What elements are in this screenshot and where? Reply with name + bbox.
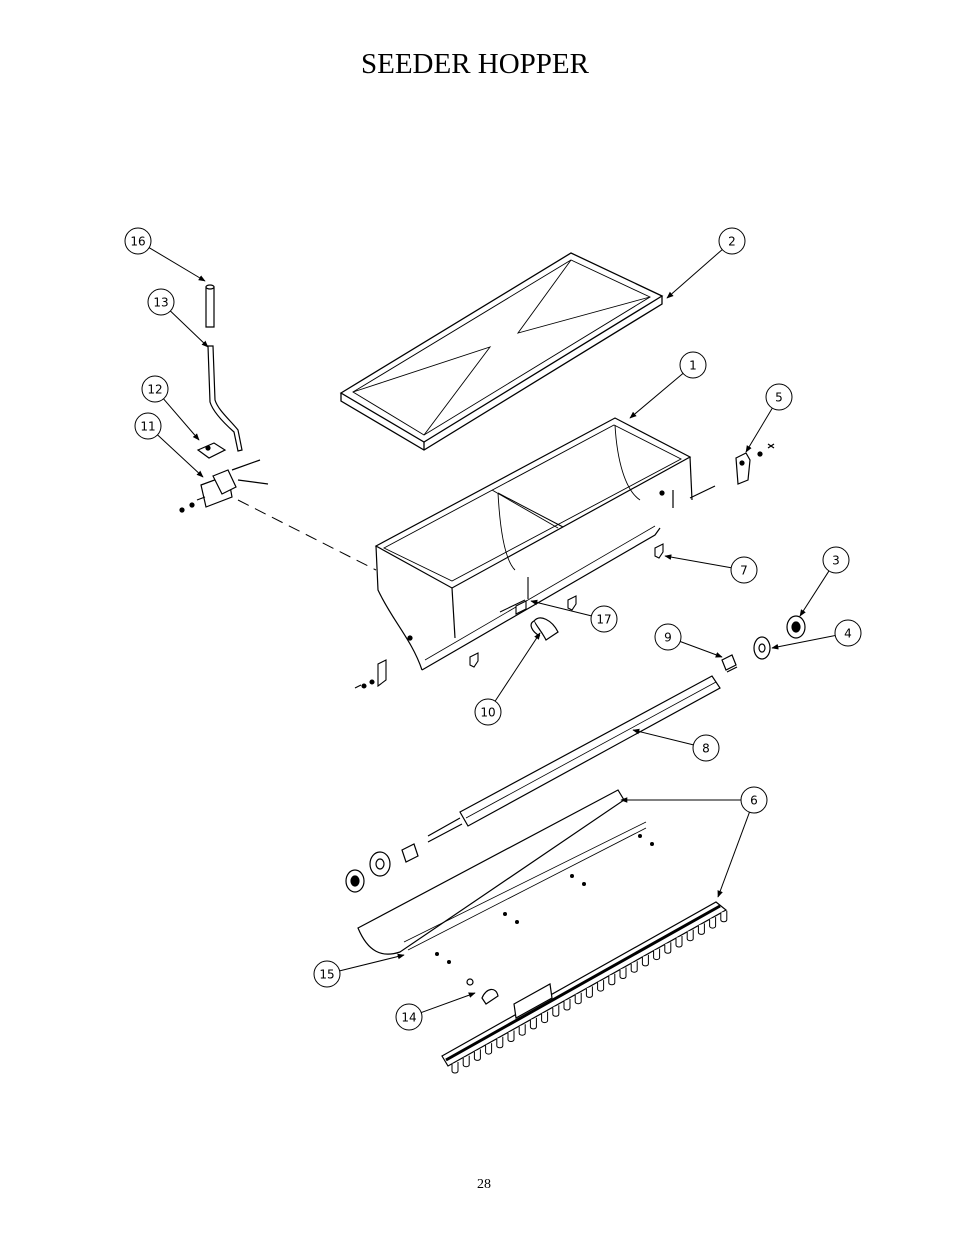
- callout-leader-c2: [667, 250, 722, 298]
- callout-leader-c10: [495, 633, 540, 701]
- calibration-disc: [467, 979, 498, 1004]
- callout-label-c16: 16: [130, 235, 145, 249]
- callout-label-c12: 12: [147, 383, 162, 397]
- callout-leader-c13: [170, 311, 208, 347]
- callout-leader-c4: [772, 636, 835, 648]
- callout-leader-c6: [718, 812, 749, 897]
- callout-label-c17: 17: [596, 613, 611, 627]
- callout-leader-c8: [633, 730, 693, 745]
- callout-label-c3: 3: [832, 554, 840, 568]
- callout-label-c9: 9: [664, 631, 672, 645]
- callout-leader-c5: [746, 408, 772, 452]
- callout-leader-c7: [665, 556, 731, 568]
- callout-label-c15: 15: [319, 968, 334, 982]
- callout-label-c14: 14: [401, 1011, 416, 1025]
- callout-leader-c11: [158, 435, 203, 477]
- shaft-end-left: [346, 844, 418, 892]
- callout-leader-c17: [531, 601, 591, 616]
- callout-label-c13: 13: [153, 296, 168, 310]
- callout-label-c5: 5: [775, 391, 783, 405]
- agitator-paddle: [531, 618, 558, 640]
- callout-label-c10: 10: [480, 706, 495, 720]
- right-bracket: [673, 444, 774, 508]
- spout-row: [442, 902, 726, 1066]
- callout-label-c7: 7: [740, 564, 748, 578]
- callout-label-c1: 1: [689, 359, 697, 373]
- callout-leader-c1: [630, 373, 683, 418]
- callout-leader-c16: [149, 248, 205, 281]
- callout-leader-c15: [340, 955, 404, 971]
- callout-label-c6: 6: [750, 794, 758, 808]
- callout-leader-c14: [421, 993, 475, 1013]
- callout-label-c11: 11: [140, 420, 155, 434]
- lever-assembly: [180, 285, 268, 512]
- callout-label-c8: 8: [702, 742, 710, 756]
- callout-leader-c9: [680, 642, 722, 657]
- seed-trough: [358, 790, 646, 954]
- callout-leader-c3: [800, 571, 829, 616]
- callout-label-c2: 2: [728, 235, 736, 249]
- page-number: 28: [0, 1177, 954, 1193]
- callout-label-c4: 4: [844, 627, 852, 641]
- callout-leader-c12: [163, 399, 199, 440]
- assembly-axis-line: [238, 500, 376, 570]
